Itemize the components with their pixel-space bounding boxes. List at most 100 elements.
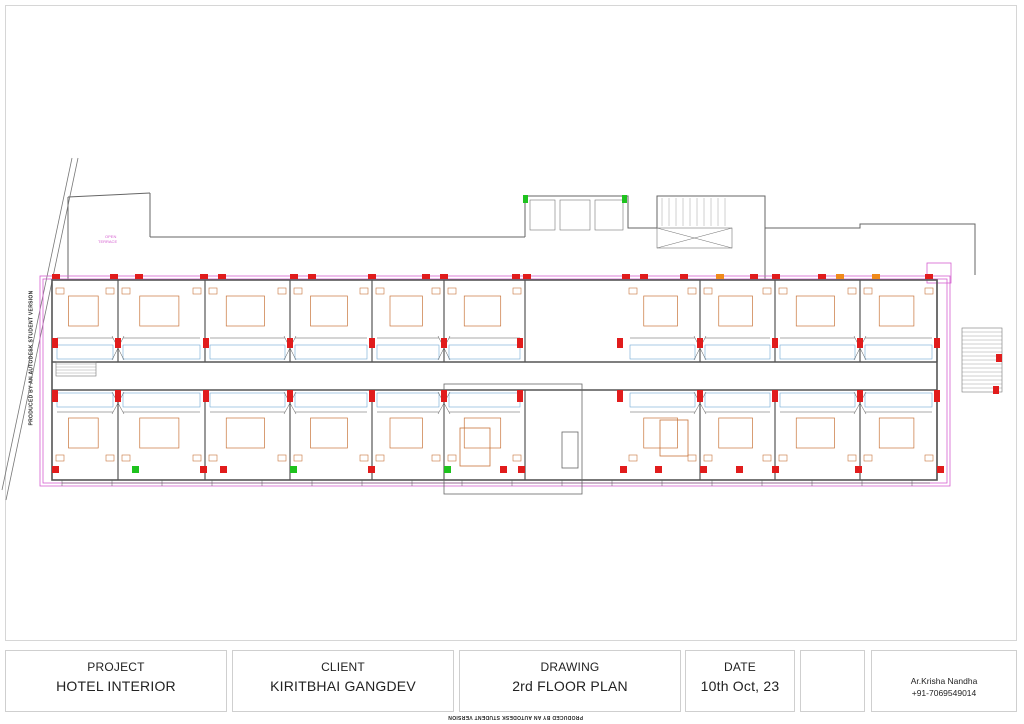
column xyxy=(422,274,430,279)
bath-bottom xyxy=(122,392,201,408)
watermark-bottom: PRODUCED BY AN AUTODESK STUDENT VERSION xyxy=(448,714,584,720)
exterior-walls xyxy=(51,279,938,481)
column xyxy=(622,195,627,203)
bath-bottom xyxy=(448,392,521,408)
column xyxy=(857,390,863,402)
project-value: HOTEL INTERIOR xyxy=(56,678,176,694)
column xyxy=(772,390,778,402)
column xyxy=(517,390,523,402)
bed-top xyxy=(878,295,915,327)
bath-top xyxy=(629,344,696,360)
column xyxy=(518,466,525,473)
column xyxy=(617,390,623,402)
column xyxy=(308,274,316,279)
stair-core xyxy=(529,198,733,249)
column xyxy=(655,466,662,473)
column xyxy=(287,390,293,402)
column xyxy=(517,338,523,348)
column xyxy=(115,338,121,348)
column xyxy=(52,466,59,473)
open-terrace-label-2: TERRACE xyxy=(98,239,117,244)
column xyxy=(934,338,940,348)
column xyxy=(640,274,648,279)
bath-bottom xyxy=(209,392,286,408)
column xyxy=(52,274,60,279)
room-bay-2 xyxy=(208,280,291,480)
column xyxy=(290,274,298,279)
column xyxy=(200,466,207,473)
column xyxy=(523,195,528,203)
column xyxy=(855,466,862,473)
bed-bottom xyxy=(310,417,348,449)
date-value: 10th Oct, 23 xyxy=(700,678,780,694)
west-stair xyxy=(55,361,97,377)
bath-top xyxy=(704,344,771,360)
column xyxy=(836,274,844,279)
room-bay-8 xyxy=(778,280,861,480)
column xyxy=(716,274,724,279)
column xyxy=(440,274,448,279)
column xyxy=(818,274,826,279)
column xyxy=(523,274,531,279)
column xyxy=(993,386,999,394)
column xyxy=(135,274,143,279)
room-bay-6 xyxy=(628,280,701,480)
room-bay-5 xyxy=(437,280,526,480)
bed-top xyxy=(68,295,99,327)
architect-name: Ar.Krisha Nandha xyxy=(910,676,978,686)
bed-bottom xyxy=(718,417,753,449)
column xyxy=(750,274,758,279)
sheet-border xyxy=(5,5,1017,641)
bed-top xyxy=(389,295,423,327)
site-edge-lines xyxy=(1,157,79,501)
bath-bottom xyxy=(376,392,440,408)
client-value: KIRITBHAI GANGDEV xyxy=(270,678,416,694)
structural-columns xyxy=(52,195,1002,473)
room-bay-4 xyxy=(375,280,445,480)
column xyxy=(697,338,703,348)
outer-boundary xyxy=(39,262,952,487)
column xyxy=(290,466,297,473)
column xyxy=(512,274,520,279)
bed-bottom xyxy=(389,417,423,449)
room-bay-7 xyxy=(693,280,776,480)
bed-bottom xyxy=(463,417,502,449)
bed-top xyxy=(643,295,678,327)
guest-rooms xyxy=(55,280,938,480)
room-bay-1 xyxy=(111,280,206,480)
column xyxy=(857,338,863,348)
room-bay-0 xyxy=(55,280,119,480)
bed-top xyxy=(463,295,502,327)
bed-bottom xyxy=(225,417,265,449)
column xyxy=(772,466,779,473)
column xyxy=(203,338,209,348)
column xyxy=(369,338,375,348)
column xyxy=(220,466,227,473)
room-bay-3 xyxy=(283,280,373,480)
date-label: DATE xyxy=(724,660,756,674)
column xyxy=(368,274,376,279)
column xyxy=(697,390,703,402)
bath-top xyxy=(448,344,521,360)
column xyxy=(700,466,707,473)
bath-top xyxy=(56,344,114,360)
architect-phone: +91-7069549014 xyxy=(911,688,977,698)
column xyxy=(680,274,688,279)
bath-top xyxy=(294,344,368,360)
bath-top xyxy=(864,344,933,360)
project-label: PROJECT xyxy=(87,660,145,674)
bath-top xyxy=(376,344,440,360)
bed-bottom xyxy=(68,417,99,449)
column xyxy=(369,390,375,402)
bath-top xyxy=(122,344,201,360)
column xyxy=(996,354,1002,362)
terrace-outline xyxy=(67,192,976,280)
title-block-client: CLIENT KIRITBHAI GANGDEV xyxy=(232,650,454,712)
bed-top xyxy=(310,295,348,327)
column xyxy=(203,390,209,402)
bed-bottom xyxy=(878,417,915,449)
central-lobby xyxy=(443,383,689,495)
open-terrace-label: OPEN xyxy=(105,234,116,239)
bed-top xyxy=(139,295,180,327)
column xyxy=(772,338,778,348)
